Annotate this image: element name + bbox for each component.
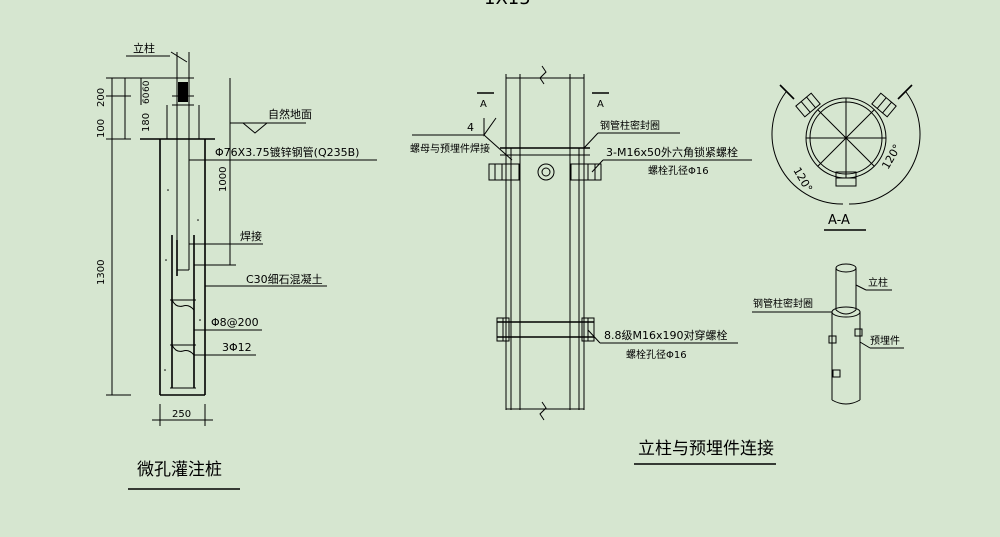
micro-pile-detail: 自然地面 立柱 Φ76X3.75镀锌钢管(Q235B) 焊接 C30细石混凝土 … (96, 41, 377, 490)
seal-ring-label: 钢管柱密封圈 (600, 119, 660, 132)
through-hole-label: 螺栓孔径Φ16 (626, 348, 687, 361)
angle-right: 120° (879, 142, 904, 171)
top-label: 1X15 (484, 0, 531, 9)
dim-100: 100 (96, 119, 107, 138)
column-connection-detail: A A 4 螺母与预埋件焊接 钢管柱密封圈 3-M16x50外六角锁紧螺栓 螺栓… (410, 65, 776, 465)
nut-weld-label: 螺母与预埋件焊接 (410, 142, 490, 155)
iso-embed-label: 预埋件 (870, 335, 900, 347)
section-a-a: 120° 120° A-A (771, 84, 921, 231)
iso-column-label: 立柱 (868, 276, 888, 289)
pipe-label: Φ76X3.75镀锌钢管(Q235B) (215, 145, 359, 159)
dim-1000: 1000 (218, 167, 229, 192)
bolt-hole-label: 螺栓孔径Φ16 (648, 164, 709, 177)
dim-60b: 60 (142, 92, 152, 104)
column-label: 立柱 (133, 41, 155, 55)
section-a-right: A (597, 99, 604, 110)
ground-label: 自然地面 (268, 107, 312, 121)
section-title: A-A (828, 213, 850, 228)
stirrup-label: Φ8@200 (211, 316, 259, 329)
weld-label: 焊接 (240, 229, 262, 243)
dim-180: 180 (141, 113, 152, 132)
iso-seal-label: 钢管柱密封圈 (753, 297, 813, 310)
dim-200: 200 (96, 88, 107, 107)
connection-title: 立柱与预埋件连接 (638, 439, 774, 459)
concrete-label: C30细石混凝土 (246, 272, 323, 286)
dim-1300: 1300 (96, 260, 107, 285)
section-a-left: A (480, 99, 487, 110)
angle-left: 120° (790, 165, 815, 194)
weld-size-label: 4 (467, 121, 474, 134)
rebar-label: 3Φ12 (222, 341, 252, 354)
dim-60a: 60 (142, 80, 152, 92)
pile-title: 微孔灌注桩 (137, 460, 222, 480)
dim-250: 250 (172, 409, 191, 420)
bolt-spec-label: 3-M16x50外六角锁紧螺栓 (606, 145, 738, 159)
through-bolt-label: 8.8级M16x190对穿螺栓 (604, 328, 728, 342)
isometric-detail: 立柱 钢管柱密封圈 预埋件 (752, 263, 904, 405)
